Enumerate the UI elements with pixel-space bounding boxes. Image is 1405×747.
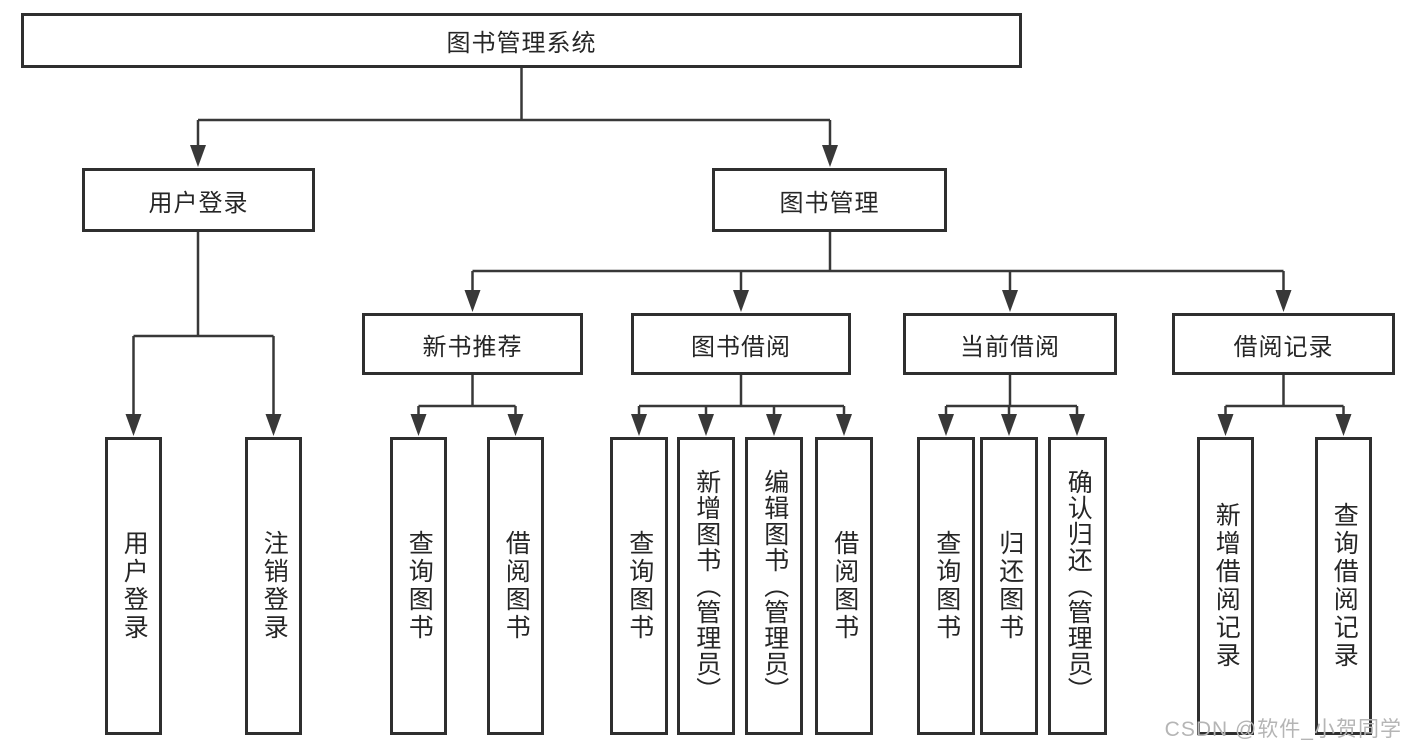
node-record-add-entry-label: 新增借阅记录 <box>1212 502 1241 670</box>
node-leaf-user-login: 用户登录 <box>105 437 162 735</box>
arrowhead-icon <box>1335 414 1352 436</box>
arrowhead-icon <box>1002 290 1018 312</box>
arrowhead-icon <box>698 414 714 436</box>
node-root-label: 图书管理系统 <box>446 30 597 57</box>
arrowhead-icon <box>410 414 427 436</box>
arrowhead-icon <box>631 414 647 436</box>
node-record-query-entry-label: 查询借阅记录 <box>1330 502 1359 670</box>
node-leaf-logout: 注销登录 <box>245 437 302 735</box>
node-new-book-recommend-label: 新书推荐 <box>422 333 523 361</box>
node-borrow-query-book: 查询图书 <box>610 437 668 735</box>
node-root: 图书管理系统 <box>21 13 1022 68</box>
node-current-confirm-return-label: 确认归还（管理员） <box>1064 469 1093 703</box>
node-current-query-book-label: 查询图书 <box>932 530 961 642</box>
node-borrow-edit-book-label: 编辑图书（管理员） <box>760 469 789 703</box>
node-borrow-add-book: 新增图书（管理员） <box>677 437 735 735</box>
arrowhead-icon <box>190 145 206 167</box>
node-recommend-query-book-label: 查询图书 <box>405 530 434 642</box>
node-current-return-book-label: 归还图书 <box>995 530 1024 642</box>
node-current-borrow-label: 当前借阅 <box>960 333 1060 361</box>
node-book-management: 图书管理 <box>712 168 947 232</box>
node-borrow-borrow-book: 借阅图书 <box>815 437 873 735</box>
arrowhead-icon <box>1275 290 1292 312</box>
node-current-query-book: 查询图书 <box>917 437 975 735</box>
node-leaf-user-login-label: 用户登录 <box>120 530 149 642</box>
arrowhead-icon <box>464 290 481 312</box>
node-borrow-edit-book: 编辑图书（管理员） <box>745 437 803 735</box>
node-borrow-record-label: 借阅记录 <box>1233 333 1334 361</box>
node-recommend-borrow-book-label: 借阅图书 <box>502 530 531 642</box>
node-user-login: 用户登录 <box>82 168 315 232</box>
node-recommend-borrow-book: 借阅图书 <box>487 437 544 735</box>
node-current-return-book: 归还图书 <box>980 437 1038 735</box>
arrowhead-icon <box>125 414 142 436</box>
arrowhead-icon <box>1001 414 1017 436</box>
arrowhead-icon <box>822 145 838 167</box>
node-record-query-entry: 查询借阅记录 <box>1315 437 1372 735</box>
arrowhead-icon <box>1217 414 1234 436</box>
arrowhead-icon <box>265 414 282 436</box>
arrowhead-icon <box>836 414 852 436</box>
node-new-book-recommend: 新书推荐 <box>362 313 583 375</box>
arrowhead-icon <box>1069 414 1085 436</box>
arrowhead-icon <box>507 414 524 436</box>
node-borrow-record: 借阅记录 <box>1172 313 1395 375</box>
node-current-borrow: 当前借阅 <box>903 313 1117 375</box>
node-recommend-query-book: 查询图书 <box>390 437 447 735</box>
node-borrow-borrow-book-label: 借阅图书 <box>830 530 859 642</box>
node-book-borrow: 图书借阅 <box>631 313 851 375</box>
arrowhead-icon <box>938 414 954 436</box>
node-book-management-label: 图书管理 <box>779 189 880 217</box>
node-leaf-logout-label: 注销登录 <box>260 530 289 642</box>
node-borrow-add-book-label: 新增图书（管理员） <box>692 469 721 703</box>
node-current-confirm-return: 确认归还（管理员） <box>1048 437 1107 735</box>
node-borrow-query-book-label: 查询图书 <box>625 530 654 642</box>
node-record-add-entry: 新增借阅记录 <box>1197 437 1254 735</box>
arrowhead-icon <box>733 290 749 312</box>
node-user-login-label: 用户登录 <box>148 189 249 217</box>
watermark: CSDN @软件_小贺同学 <box>1164 718 1402 741</box>
arrowhead-icon <box>766 414 782 436</box>
node-book-borrow-label: 图书借阅 <box>691 333 791 361</box>
